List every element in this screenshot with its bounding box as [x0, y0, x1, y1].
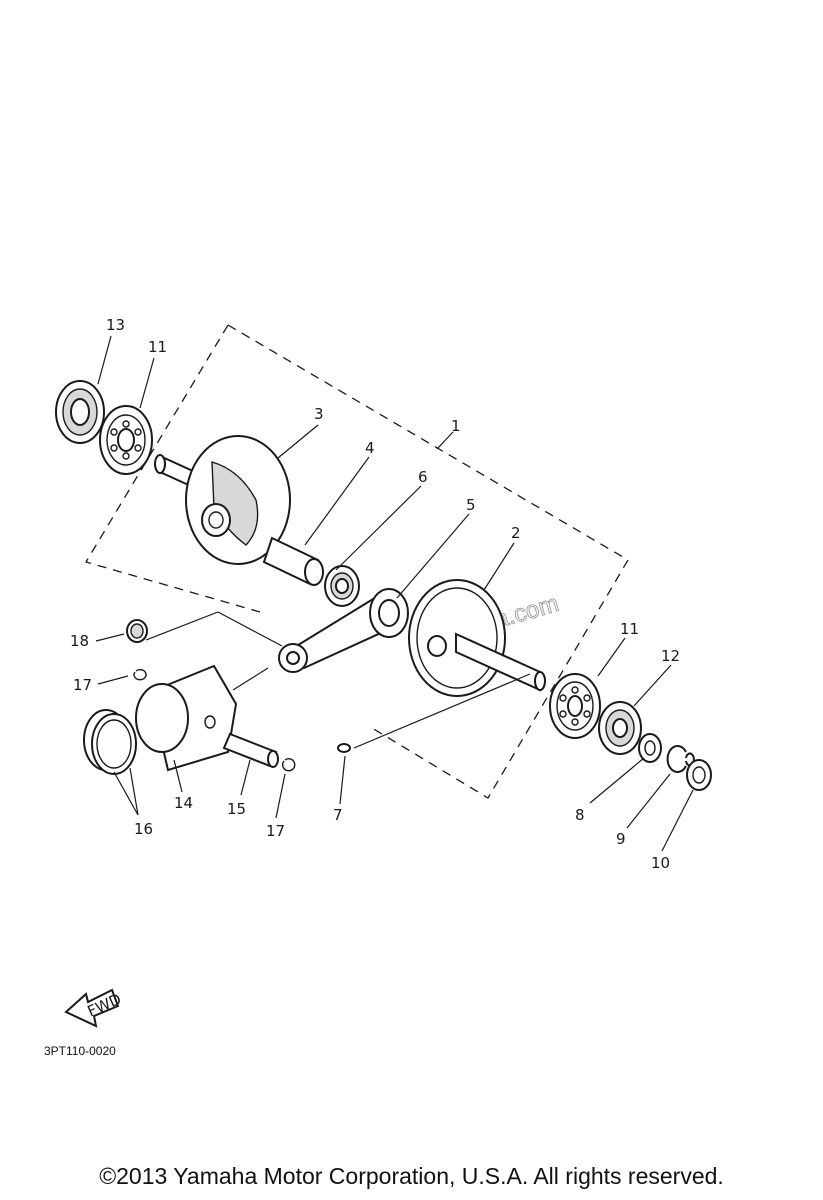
piston-pin-clip-17-left	[133, 668, 147, 681]
assembly-boundary	[85, 324, 629, 799]
callout-16: 16	[134, 820, 153, 838]
callout-13: 13	[106, 316, 125, 334]
callout-17-left: 17	[73, 676, 92, 694]
callout-7: 7	[333, 806, 343, 824]
key-7	[337, 743, 351, 753]
bearing-11-lower	[549, 673, 601, 739]
oil-seal-12	[598, 701, 642, 755]
callout-2: 2	[511, 524, 521, 542]
copyright-notice: ©2013 Yamaha Motor Corporation, U.S.A. A…	[99, 1163, 724, 1189]
piston-rings-16	[83, 709, 137, 775]
callout-15: 15	[227, 800, 246, 818]
crank-half-right-2	[408, 579, 546, 697]
connecting-rod-5	[278, 588, 409, 673]
washer-8	[638, 733, 662, 763]
piston-pin-clip-17-right	[282, 758, 296, 772]
callout-8: 8	[575, 806, 585, 824]
callout-14: 14	[174, 794, 193, 812]
piston-14	[135, 664, 238, 772]
callout-11-lower: 11	[620, 620, 639, 638]
callout-11-upper: 11	[148, 338, 167, 356]
callout-3: 3	[314, 405, 324, 423]
callout-17-right: 17	[266, 822, 285, 840]
callout-5: 5	[466, 496, 476, 514]
crank-pin-4	[262, 536, 324, 586]
lock-washer-9	[666, 745, 695, 773]
svg-text:FWD: FWD	[85, 990, 124, 1021]
callout-18: 18	[70, 632, 89, 650]
crank-half-left-3	[154, 435, 291, 565]
callout-1: 1	[451, 417, 461, 435]
nut-10	[686, 759, 712, 791]
callout-9: 9	[616, 830, 626, 848]
callout-10: 10	[651, 854, 670, 872]
callout-12: 12	[661, 647, 680, 665]
callout-6: 6	[418, 468, 428, 486]
fwd-arrow-icon: FWD	[64, 988, 124, 1028]
small-bearing-18	[126, 619, 148, 643]
bearing-11-upper	[99, 405, 153, 475]
callout-4: 4	[365, 439, 375, 457]
diagram-code: 3PT110-0020	[44, 1044, 116, 1058]
piston-pin-15	[222, 732, 279, 768]
needle-bearing-6	[324, 565, 360, 607]
oil-seal-13	[55, 380, 105, 444]
leader-lines	[95, 335, 694, 852]
